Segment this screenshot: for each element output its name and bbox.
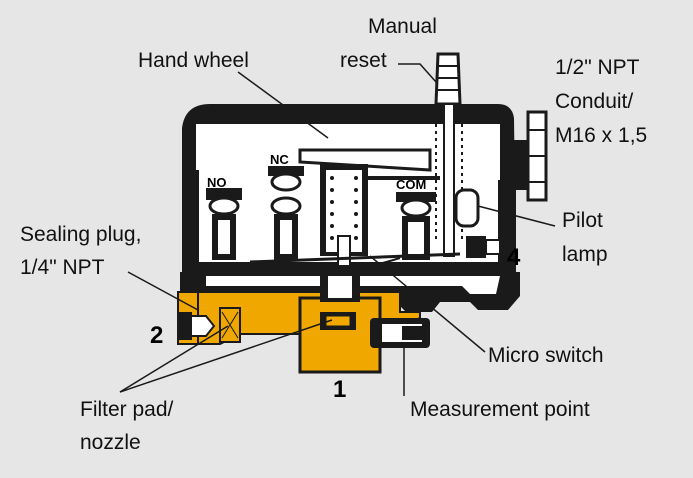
terminal-com-label: COM [396, 177, 427, 192]
terminal-no-label: NO [207, 175, 227, 190]
leader-pilot-lamp [477, 205, 556, 227]
range-spring [320, 164, 368, 267]
label-pilot-lamp-line2: lamp [562, 243, 608, 266]
leader-manual-reset [398, 63, 437, 83]
leader-filter-pad-b [119, 319, 333, 393]
pressure-chamber [177, 272, 520, 374]
label-measurement-point: Measurement point [410, 398, 590, 421]
label-pilot-lamp-line1: Pilot [562, 209, 603, 232]
label-conduit-line3: M16 x 1,5 [555, 124, 648, 147]
label-sealing-plug-line1: Sealing plug, [20, 223, 142, 246]
label-manual-reset-line2: reset [340, 49, 387, 72]
label-hand-wheel: Hand wheel [138, 49, 249, 72]
leader-hand-wheel [237, 71, 329, 139]
measurement-point-fitting [370, 318, 430, 348]
label-filter-pad-line1: Filter pad/ [80, 398, 174, 421]
label-sealing-plug-line2: 1/4" NPT [20, 256, 105, 279]
conduit-gland [514, 110, 548, 202]
port-1-label: 1 [333, 376, 347, 403]
port-4-label: 4 [507, 244, 521, 271]
label-conduit-line1: 1/2" NPT [555, 56, 640, 79]
terminal-nc-label: NC [270, 152, 289, 167]
pilot-lamp [454, 188, 501, 258]
leader-sealing-plug [127, 271, 199, 311]
port-2-label: 2 [150, 322, 164, 349]
leader-lines [119, 63, 556, 396]
hand-wheel-lever [298, 148, 440, 180]
terminal-com [396, 192, 436, 260]
label-filter-pad-line2: nozzle [80, 431, 141, 454]
label-micro-switch: Micro switch [488, 344, 604, 367]
terminal-nc [268, 166, 304, 260]
leader-filter-pad-a [119, 325, 229, 393]
manual-reset-plunger [434, 52, 463, 257]
terminal-no [206, 188, 242, 260]
label-conduit-line2: Conduit/ [555, 90, 634, 113]
label-manual-reset-line1: Manual [368, 15, 437, 38]
leader-micro-switch [369, 255, 486, 353]
